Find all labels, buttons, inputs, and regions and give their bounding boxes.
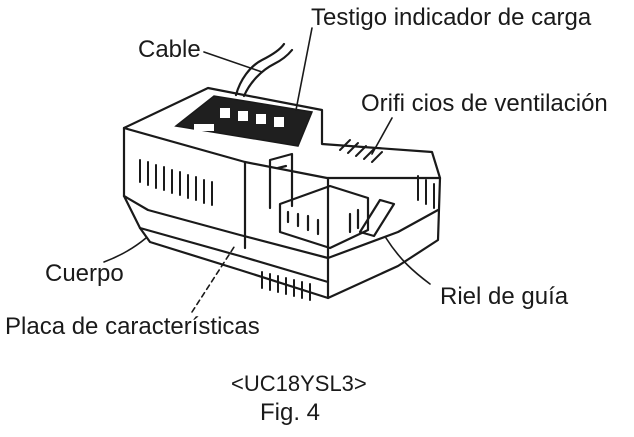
front-vent-slots: [139, 159, 213, 206]
top-vent-slots: [339, 139, 383, 163]
label-cable: Cable: [138, 36, 201, 63]
leader-cuerpo: [103, 237, 147, 263]
charger-body: [122, 126, 442, 300]
side-vent-slots: [417, 175, 435, 209]
bottom-vent-slots: [261, 271, 311, 301]
label-testigo-indicador: Testigo indicador de carga: [311, 4, 592, 31]
leader-cable: [203, 51, 263, 73]
indicator-panel: [174, 95, 314, 147]
label-placa-caracteristicas: Placa de características: [5, 313, 260, 340]
leader-placa: [191, 243, 237, 313]
leader-orificios: [371, 117, 393, 155]
guide-rail: [358, 198, 396, 238]
figure-caption: Fig. 4: [260, 399, 321, 426]
label-orificios-ventilacion: Orifi cios de ventilación: [361, 90, 608, 117]
label-cuerpo: Cuerpo: [45, 260, 124, 287]
model-caption: <UC18YSL3>: [231, 371, 367, 396]
cable: [234, 42, 294, 98]
battery-slot: [268, 152, 396, 250]
leader-riel: [385, 237, 431, 285]
leader-testigo: [295, 27, 313, 111]
label-riel-guia: Riel de guía: [440, 283, 569, 310]
